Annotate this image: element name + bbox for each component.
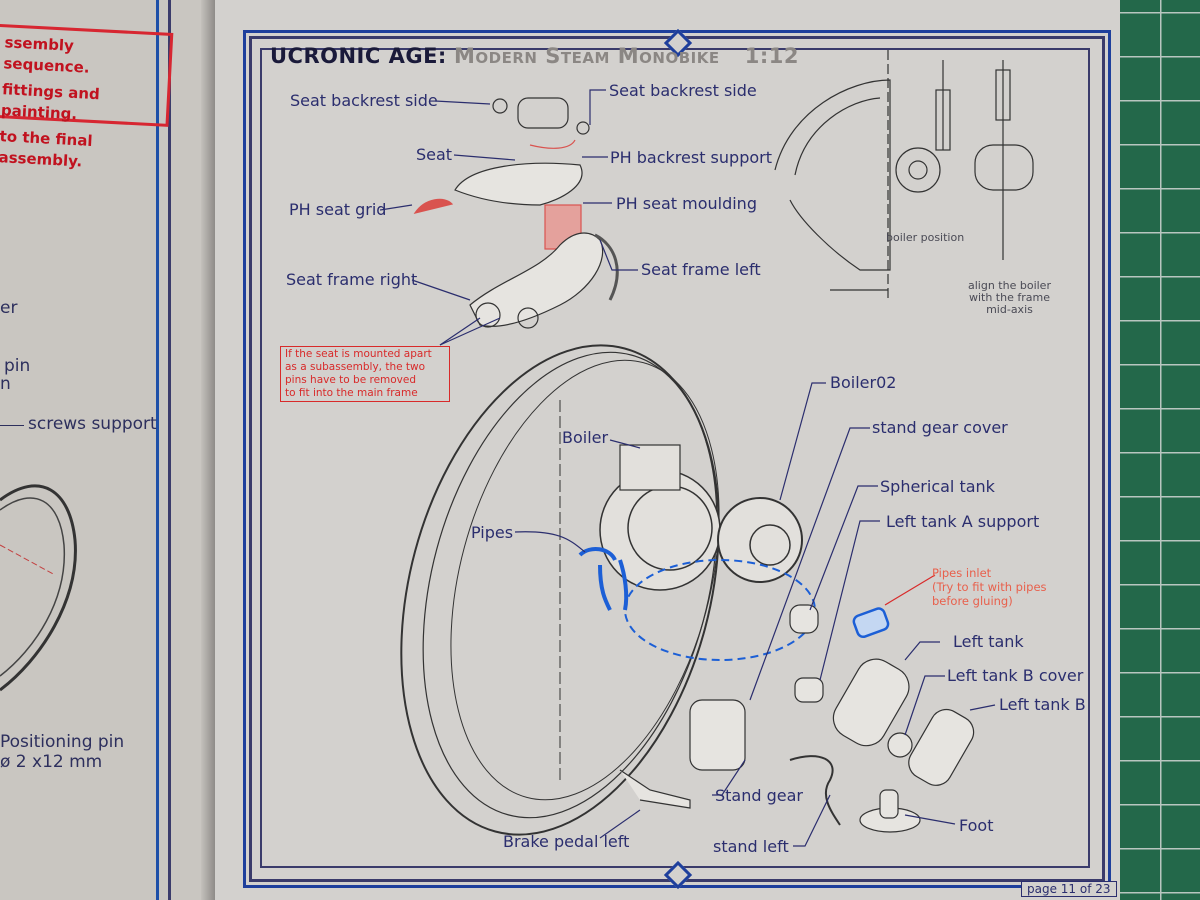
label-seat-backrest-side-right: Seat backrest side — [609, 81, 757, 100]
seat-assembly — [413, 97, 619, 329]
label-left-tank: Left tank — [953, 632, 1024, 651]
label-brake-pedal-left: Brake pedal left — [503, 832, 630, 851]
label-seat-frame-left: Seat frame left — [641, 260, 761, 279]
cutting-mat — [1110, 0, 1200, 900]
fragment-n: n — [0, 374, 11, 394]
label-left-tank-b-cover: Left tank B cover — [947, 666, 1084, 685]
frame-detail-drawing — [774, 50, 1034, 300]
fragment-pin: pin — [4, 356, 31, 376]
label-stand-gear: Stand gear — [715, 786, 803, 805]
fragment-er: er — [0, 298, 18, 318]
positioning-pin-label: Positioning pin — [0, 732, 125, 752]
note-line: If the seat is mounted apart — [285, 348, 432, 360]
note-line: pins have to be removed — [285, 374, 417, 386]
label-ph-seat-grid: PH seat grid — [289, 200, 387, 219]
model-subtitle: Modern Steam Monobike — [454, 44, 720, 68]
label-left-tank-a-support: Left tank A support — [886, 512, 1040, 531]
note-line: Pipes inlet — [932, 566, 992, 580]
label-seat-backrest-side-left: Seat backrest side — [290, 91, 438, 110]
note-line: as a subassembly, the two — [285, 361, 426, 373]
tank-parts — [619, 604, 975, 833]
label-align-boiler: align the boiler with the frame mid-axis — [968, 280, 1051, 316]
label-left-tank-b: Left tank B — [999, 695, 1086, 714]
label-stand-left: stand left — [713, 837, 789, 856]
label-ph-seat-moulding: PH seat moulding — [616, 194, 757, 213]
align-line-2: with the frame — [968, 291, 1050, 304]
label-foot: Foot — [959, 816, 994, 835]
note-line: (Try to fit with pipes — [932, 580, 1047, 594]
note-line: to fit into the main frame — [285, 387, 418, 399]
page-title: UCRONIC AGE: Modern Steam Monobike 1:12 — [270, 44, 799, 68]
label-seat-frame-right: Seat frame right — [286, 270, 418, 289]
leader-lines — [379, 89, 996, 847]
page-number: page 11 of 23 — [1021, 881, 1117, 897]
label-boiler02: Boiler02 — [830, 373, 897, 392]
pipes-inlet-note: Pipes inlet (Try to fit with pipes befor… — [932, 566, 1047, 608]
label-ph-backrest-support: PH backrest support — [610, 148, 772, 167]
left-page: ssembly sequence. fittings and painting.… — [0, 0, 215, 900]
label-stand-gear-cover: stand gear cover — [872, 418, 1008, 437]
frame-partial-drawing — [0, 484, 77, 692]
leader-line — [0, 425, 24, 426]
main-wheel-frame — [400, 344, 890, 836]
align-line-3: mid-axis — [986, 303, 1033, 316]
label-boiler-position: boiler position — [886, 231, 965, 244]
scale-label: 1:12 — [744, 44, 800, 68]
screws-support-label: screws support — [28, 414, 157, 434]
pin-size-label: ø 2 x12 mm — [0, 752, 103, 772]
label-spherical-tank: Spherical tank — [880, 477, 995, 496]
label-seat: Seat — [416, 145, 453, 164]
label-pipes: Pipes — [471, 523, 514, 542]
seat-subassembly-note: If the seat is mounted apart as a subass… — [280, 346, 450, 402]
left-page-border — [156, 0, 171, 900]
align-line-1: align the boiler — [968, 279, 1051, 292]
page-gutter — [201, 0, 215, 900]
brand-title: UCRONIC AGE: — [270, 44, 447, 68]
note-line: before gluing) — [932, 594, 1013, 608]
label-boiler: Boiler — [562, 428, 609, 447]
